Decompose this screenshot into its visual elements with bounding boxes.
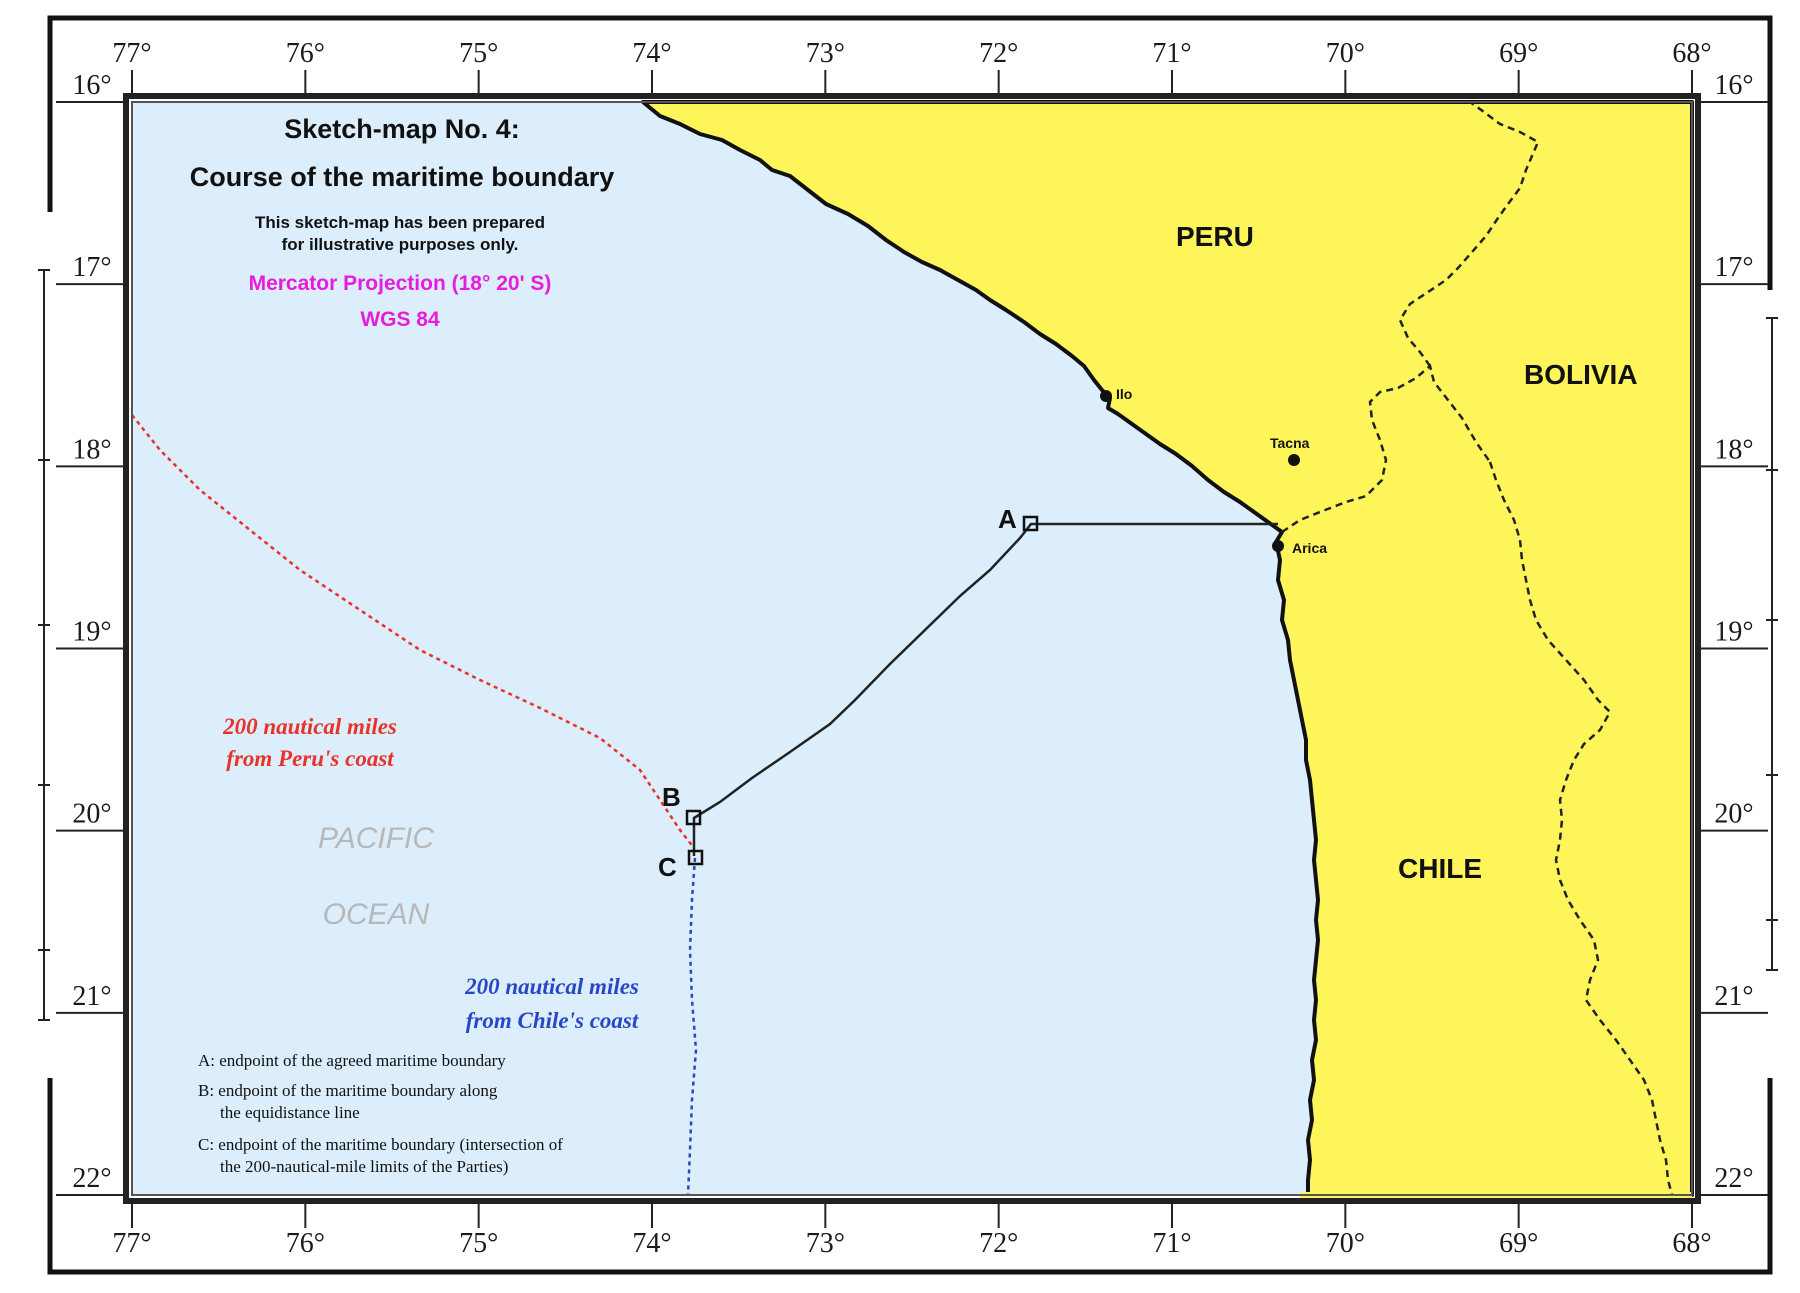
map-neatline xyxy=(123,93,1701,1204)
peru-200nm-limit-line xyxy=(131,414,695,849)
graticule xyxy=(56,70,1768,1228)
peru-limit-label-line2: from Peru's coast xyxy=(226,746,394,771)
projection-line2: WGS 84 xyxy=(360,308,440,331)
longitude-label-bottom: 69° xyxy=(1499,1228,1538,1259)
legend: A: endpoint of the agreed maritime bound… xyxy=(198,1051,563,1176)
point-b-marker xyxy=(685,809,702,826)
ilo-label: Ilo xyxy=(1116,386,1132,402)
arica-label: Arica xyxy=(1292,540,1327,556)
chile-limit-label-line1: 200 nautical miles xyxy=(464,974,639,999)
latitude-label-right: 22° xyxy=(1714,1163,1753,1194)
ilo-dot xyxy=(1100,390,1112,402)
latitude-label-left: 16° xyxy=(72,70,111,101)
longitude-label-bottom: 73° xyxy=(806,1228,845,1259)
bolivia-label: BOLIVIA xyxy=(1524,359,1638,390)
outer-frame-top xyxy=(47,15,1773,290)
longitude-label-top: 75° xyxy=(459,38,498,69)
ocean-label-line2: OCEAN xyxy=(323,898,430,931)
land-area xyxy=(641,100,1694,1197)
longitude-label-bottom: 68° xyxy=(1672,1228,1711,1259)
longitude-label-bottom: 70° xyxy=(1326,1228,1365,1259)
longitude-label-top: 71° xyxy=(1152,38,1191,69)
peru-limit-label-line1: 200 nautical miles xyxy=(222,714,397,739)
tacna-label: Tacna xyxy=(1270,435,1310,451)
maritime-boundary-line xyxy=(692,522,1278,856)
international-borders xyxy=(1281,100,1674,1196)
peru-label: PERU xyxy=(1176,221,1254,252)
legend-item-b-line2: the equidistance line xyxy=(220,1103,360,1122)
longitude-label-top: 72° xyxy=(979,38,1018,69)
arica-dot xyxy=(1272,540,1284,552)
point-c-marker xyxy=(687,849,704,866)
peru-chile-border xyxy=(1281,363,1492,534)
latitude-label-left: 21° xyxy=(72,981,111,1012)
longitude-label-bottom: 72° xyxy=(979,1228,1018,1259)
latitude-label-left: 18° xyxy=(72,434,111,465)
right-scale-bar xyxy=(1766,317,1778,971)
latitude-label-left: 17° xyxy=(72,252,111,283)
longitude-label-top: 69° xyxy=(1499,38,1538,69)
map-title-line2: Course of the maritime boundary xyxy=(190,162,615,192)
latitude-label-right: 20° xyxy=(1714,799,1753,830)
longitude-label-bottom: 71° xyxy=(1152,1228,1191,1259)
point-a-marker xyxy=(1022,515,1039,532)
latitude-label-left: 20° xyxy=(72,799,111,830)
latitude-label-right: 18° xyxy=(1714,434,1753,465)
longitude-label-top: 74° xyxy=(632,38,671,69)
point-b-label: B xyxy=(662,782,681,812)
peru-bolivia-border xyxy=(1398,100,1540,367)
point-a-label: A xyxy=(998,504,1017,534)
tacna-dot xyxy=(1288,454,1300,466)
latitude-label-right: 17° xyxy=(1714,252,1753,283)
longitude-label-bottom: 75° xyxy=(459,1228,498,1259)
latitude-label-left: 22° xyxy=(72,1163,111,1194)
legend-item-c-line1: C: endpoint of the maritime boundary (in… xyxy=(198,1135,563,1154)
bolivia-chile-border xyxy=(1488,461,1674,1196)
legend-item-c-line2: the 200-nautical-mile limits of the Part… xyxy=(220,1157,508,1176)
map-title-line1: Sketch-map No. 4: xyxy=(284,114,520,144)
latitude-labels: 16° 16° 17° 17° 18° 18° 19° 19° 20° 20° 21° 21° 22° 2… xyxy=(72,70,1753,1194)
point-c-label: C xyxy=(658,852,677,882)
chile-label: CHILE xyxy=(1398,853,1482,884)
legend-item-a: A: endpoint of the agreed maritime bound… xyxy=(198,1051,506,1070)
longitude-label-bottom: 74° xyxy=(632,1228,671,1259)
longitude-label-top: 70° xyxy=(1326,38,1365,69)
latitude-label-left: 19° xyxy=(72,617,111,648)
longitude-label-top: 73° xyxy=(806,38,845,69)
map-inner-border xyxy=(131,101,1693,1196)
longitude-label-bottom: 77° xyxy=(112,1228,151,1259)
legend-item-b-line1: B: endpoint of the maritime boundary alo… xyxy=(198,1081,498,1100)
disclaimer-line1: This sketch-map has been prepared xyxy=(255,213,545,232)
outer-frame-bottom xyxy=(47,1078,1773,1275)
disclaimer-line2: for illustrative purposes only. xyxy=(282,235,519,254)
ocean-label-line1: PACIFIC xyxy=(318,822,434,855)
projection-line1: Mercator Projection (18° 20' S) xyxy=(249,272,552,295)
latitude-label-right: 16° xyxy=(1714,70,1753,101)
left-scale-bar xyxy=(38,269,50,1021)
longitude-label-top: 77° xyxy=(112,38,151,69)
longitude-label-top: 76° xyxy=(286,38,325,69)
latitude-label-right: 19° xyxy=(1714,617,1753,648)
chile-limit-label-line2: from Chile's coast xyxy=(466,1008,639,1033)
longitude-label-top: 68° xyxy=(1672,38,1711,69)
longitude-labels: 77° 77° 76° 76° 75° 75° 74° 74° 73° 73° 72° 72° 71° 7… xyxy=(112,38,1711,1259)
chile-200nm-limit-line xyxy=(686,857,698,1196)
longitude-label-bottom: 76° xyxy=(286,1228,325,1259)
latitude-label-right: 21° xyxy=(1714,981,1753,1012)
